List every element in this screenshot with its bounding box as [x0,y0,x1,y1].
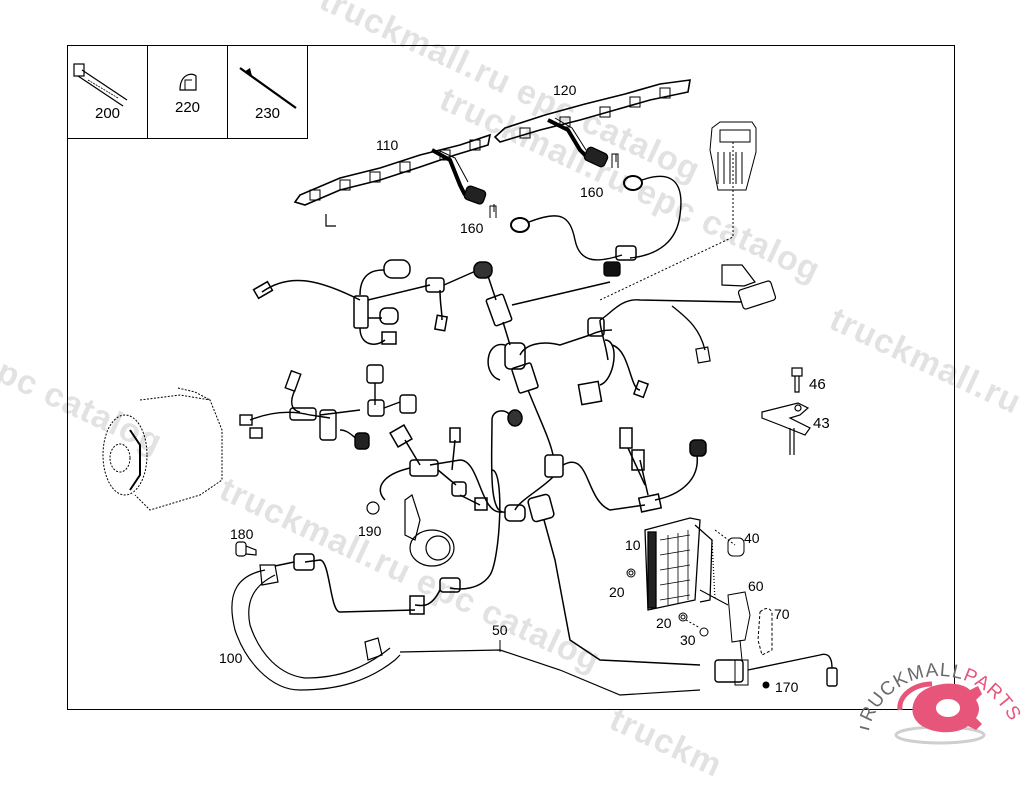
callout-43[interactable]: 43 [813,415,830,432]
control-unit-10 [644,517,716,611]
callout-190[interactable]: 190 [358,523,382,539]
component-190 [366,494,455,567]
callout-170[interactable]: 170 [775,679,799,695]
truckmall-parts-logo: TRUCKMALLPARTS [860,660,1024,745]
callout-100[interactable]: 100 [219,650,243,666]
sensor-cable [510,175,682,277]
callout-10[interactable]: 10 [625,537,641,553]
callout-70[interactable]: 70 [774,606,790,622]
callout-20[interactable]: 20 [609,584,625,600]
bolt-46 [791,367,803,393]
clip-160 [489,153,619,218]
callout-40[interactable]: 40 [744,530,760,546]
bolt-180 [235,541,257,557]
legend-part-number: 220 [174,99,201,116]
legend-item-220[interactable]: 220 [148,46,228,138]
accessory-legend: 200 220 230 [67,45,308,139]
sensor-group-left [239,364,417,450]
small-parts [626,529,773,689]
bracket-43 [761,402,811,455]
cable-tie-icon [73,63,128,107]
callout-50[interactable]: 50 [492,622,508,638]
callout-30[interactable]: 30 [680,632,696,648]
cable-duct-100 [231,564,701,696]
callout-60[interactable]: 60 [748,578,764,594]
legend-part-number: 230 [254,105,281,122]
callout-20[interactable]: 20 [656,615,672,631]
legend-item-230[interactable]: 230 [228,46,307,138]
gear-icon [894,681,986,745]
injector-harness-110 [293,133,492,227]
sensor-cable-right [714,653,838,687]
legend-item-200[interactable]: 200 [68,46,148,138]
legend-part-number: 200 [94,105,121,122]
callout-160[interactable]: 160 [580,184,604,200]
callout-160[interactable]: 160 [460,220,484,236]
diagram-frame [67,45,955,710]
callout-120[interactable]: 120 [553,82,577,98]
connector-bracket [599,264,777,364]
injector-harness-120 [493,79,691,168]
callout-46[interactable]: 46 [809,376,826,393]
clip-icon [179,73,197,91]
relay-socket [599,121,757,301]
main-engine-harness [252,259,707,666]
callout-180[interactable]: 180 [230,526,254,542]
diagram-drawing [102,79,838,696]
callout-110[interactable]: 110 [376,137,399,153]
alternator [102,387,223,511]
cable-tie-anchor-icon [239,67,297,109]
